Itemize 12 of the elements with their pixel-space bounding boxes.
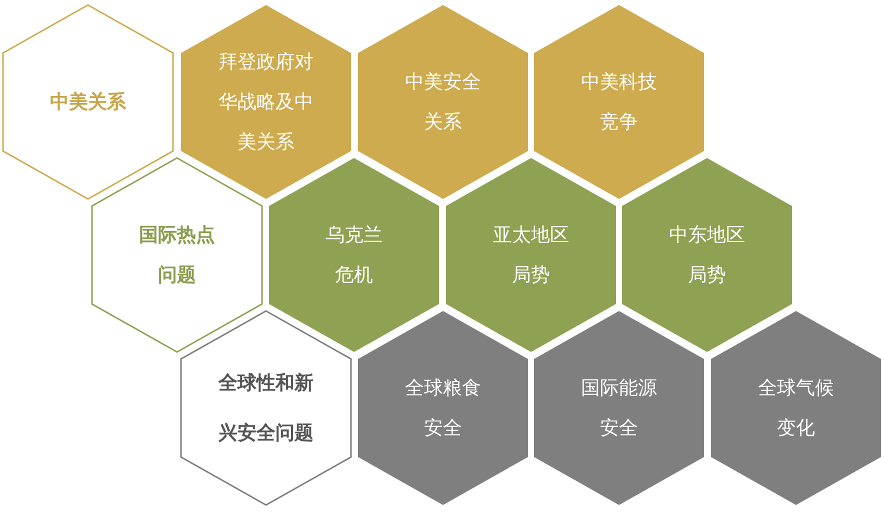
category-label: 全球性和新兴安全问题 (217, 371, 314, 446)
topic-label: 全球气候变化 (757, 376, 835, 441)
category-label: 中美关系 (49, 90, 127, 115)
topic-label: 中东地区局势 (668, 223, 746, 288)
topic-label: 乌克兰危机 (324, 223, 384, 288)
topic-label: 中美科技竞争 (580, 70, 658, 135)
topic-label: 亚太地区局势 (492, 223, 570, 288)
topic-label: 中美安全关系 (404, 70, 482, 135)
topic-label: 国际能源安全 (580, 376, 658, 441)
category-label: 国际热点问题 (138, 223, 216, 288)
topic-label: 全球粮食安全 (404, 376, 482, 441)
topic-label: 拜登政府对华战略及中美关系 (218, 50, 314, 155)
